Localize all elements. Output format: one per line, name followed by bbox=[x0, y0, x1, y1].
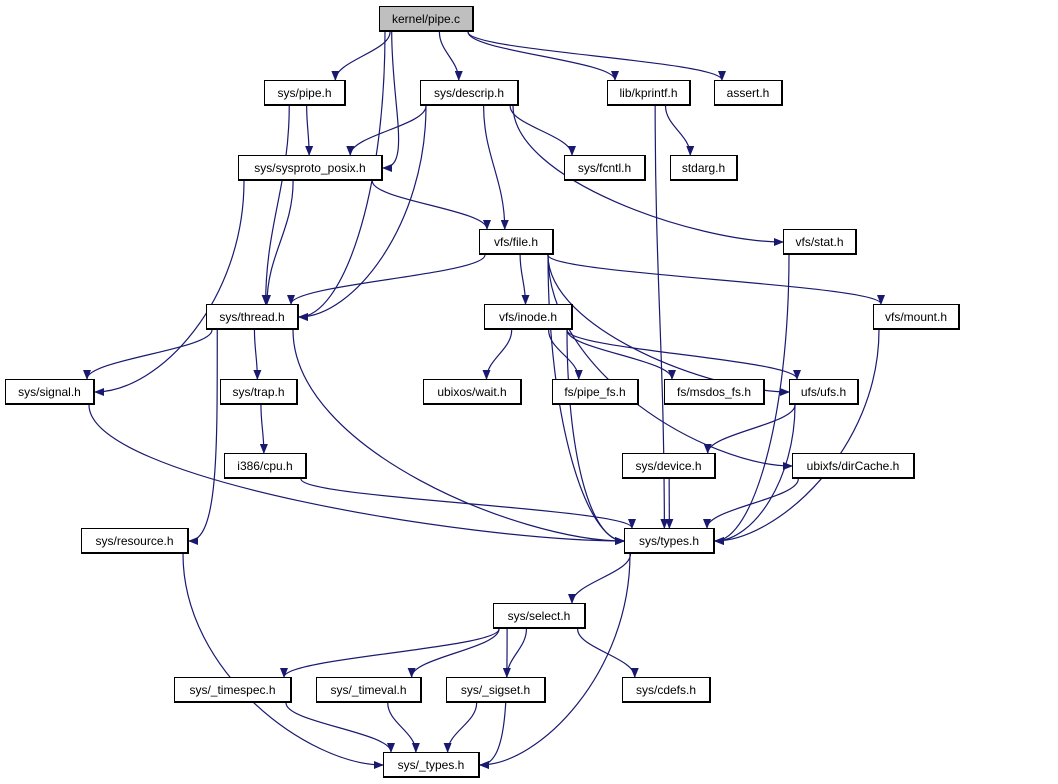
edge-lib-kprintf-h-to-stdarg-h bbox=[664, 105, 695, 156]
edge-kernel-pipe-c-to-sys-sysproto-posix-h bbox=[382, 31, 400, 172]
edge-sys-resource-h-to-sys-types-h bbox=[182, 553, 384, 769]
edge-vfs-mount-h-to-sys-types-h bbox=[714, 329, 880, 545]
node-vfs-inode-h[interactable]: vfs/inode.h bbox=[484, 304, 573, 330]
edge-sys-sysproto-posix-h-to-sys-signal-h bbox=[94, 180, 245, 396]
edge-sys-descrip-h-to-sys-thread-h bbox=[298, 105, 427, 321]
edge-vfs-inode-h-to-fs-pipe-fs-h bbox=[548, 329, 583, 380]
edge-kernel-pipe-c-to-sys-descrip-h bbox=[438, 31, 463, 81]
edge-vfs-file-h-to-vfs-mount-h bbox=[547, 254, 885, 305]
node-sys-pipe-h[interactable]: sys/pipe.h bbox=[264, 80, 346, 106]
edge-ubixfs-dircache-h-to-sys-types-h bbox=[703, 478, 799, 529]
edge-vfs-inode-h-to-sys-types-h bbox=[566, 329, 625, 545]
edge-sys-trap-h-to-i386-cpu-h bbox=[259, 404, 268, 454]
edge-sys-pipe-h-to-sys-thread-h bbox=[261, 105, 290, 305]
node-sys-signal-h[interactable]: sys/signal.h bbox=[5, 379, 95, 405]
edge-ufs-ufs-h-to-sys-types-h bbox=[714, 404, 796, 545]
edge-kernel-pipe-c-to-assert-h bbox=[467, 31, 726, 81]
node-vfs-mount-h[interactable]: vfs/mount.h bbox=[873, 304, 960, 330]
edge-sys-thread-h-to-sys-signal-h bbox=[83, 329, 213, 380]
edge-sys-types-h-to-sys-types-h bbox=[479, 553, 631, 769]
edge-sys-timespec-h-to-sys-types-h bbox=[285, 702, 395, 753]
node-sys-types-h[interactable]: sys/_types.h bbox=[383, 752, 480, 778]
edge-vfs-file-h-to-sys-thread-h bbox=[287, 254, 486, 305]
edge-vfs-inode-h-to-ubixos-wait-h bbox=[482, 329, 513, 380]
edge-i386-cpu-h-to-sys-types-h bbox=[300, 478, 636, 529]
node-sys-sigset-h[interactable]: sys/_sigset.h bbox=[446, 677, 546, 703]
edge-sys-sysproto-posix-h-to-vfs-file-h bbox=[371, 180, 491, 230]
node-kernel-pipe-c: kernel/pipe.c bbox=[379, 6, 474, 32]
edge-sys-select-h-to-sys-types-h bbox=[479, 628, 508, 769]
edge-vfs-inode-h-to-ufs-ufs-h bbox=[566, 329, 801, 380]
edge-ufs-ufs-h-to-sys-device-h bbox=[703, 404, 796, 454]
edge-sys-descrip-h-to-sys-fcntl-h bbox=[509, 105, 576, 156]
edge-sys-thread-h-to-sys-trap-h bbox=[253, 329, 262, 380]
edge-sys-timeval-h-to-sys-types-h bbox=[387, 702, 420, 753]
node-ubixos-wait-h[interactable]: ubixos/wait.h bbox=[423, 379, 522, 405]
node-fs-pipe-fs-h[interactable]: fs/pipe_fs.h bbox=[552, 379, 639, 405]
node-sys-cdefs-h[interactable]: sys/cdefs.h bbox=[622, 677, 711, 703]
node-assert-h[interactable]: assert.h bbox=[714, 80, 783, 106]
node-sys-device-h[interactable]: sys/device.h bbox=[622, 453, 716, 479]
node-vfs-stat-h[interactable]: vfs/stat.h bbox=[783, 229, 857, 255]
node-ufs-ufs-h[interactable]: ufs/ufs.h bbox=[789, 379, 859, 405]
edge-sys-thread-h-to-sys-types-h bbox=[292, 329, 625, 545]
edge-sys-signal-h-to-sys-types-h bbox=[88, 404, 625, 545]
node-ubixfs-dircache-h[interactable]: ubixfs/dirCache.h bbox=[792, 453, 915, 479]
edge-kernel-pipe-c-to-sys-pipe-h bbox=[331, 31, 391, 81]
node-sys-trap-h[interactable]: sys/trap.h bbox=[220, 379, 298, 405]
node-fs-msdos-fs-h[interactable]: fs/msdos_fs.h bbox=[664, 379, 765, 405]
node-sys-descrip-h[interactable]: sys/descrip.h bbox=[420, 80, 519, 106]
edge-sys-select-h-to-sys-cdefs-h bbox=[577, 628, 639, 678]
edge-sys-select-h-to-sys-timespec-h bbox=[280, 628, 500, 678]
node-vfs-file-h[interactable]: vfs/file.h bbox=[479, 229, 554, 255]
edge-sys-pipe-h-to-sys-sysproto-posix-h bbox=[305, 105, 314, 156]
edge-sys-select-h-to-sys-sigset-h bbox=[502, 628, 528, 678]
edge-sys-descrip-h-to-vfs-stat-h bbox=[512, 105, 784, 246]
node-sys-timeval-h[interactable]: sys/_timeval.h bbox=[316, 677, 422, 703]
edge-vfs-file-h-to-vfs-inode-h bbox=[519, 254, 530, 305]
node-sys-resource-h[interactable]: sys/resource.h bbox=[81, 528, 189, 554]
edge-sys-descrip-h-to-vfs-file-h bbox=[483, 105, 509, 230]
edge-sys-sigset-h-to-sys-types-h bbox=[443, 702, 478, 753]
node-sys-timespec-h[interactable]: sys/_timespec.h bbox=[174, 677, 292, 703]
node-lib-kprintf-h[interactable]: lib/kprintf.h bbox=[607, 80, 691, 106]
node-sys-sysproto-posix-h[interactable]: sys/sysproto_posix.h bbox=[238, 155, 383, 181]
node-stdarg-h[interactable]: stdarg.h bbox=[670, 155, 738, 181]
node-sys-select-h[interactable]: sys/select.h bbox=[493, 603, 586, 629]
edge-sys-descrip-h-to-sys-sysproto-posix-h bbox=[346, 105, 427, 156]
edge-sys-types-h-to-sys-select-h bbox=[568, 553, 632, 604]
edge-sys-sysproto-posix-h-to-sys-thread-h bbox=[263, 180, 294, 305]
node-sys-types-h[interactable]: sys/types.h bbox=[624, 528, 715, 554]
edge-sys-select-h-to-sys-timeval-h bbox=[407, 628, 500, 678]
edge-vfs-file-h-to-ubixfs-dircache-h bbox=[547, 254, 793, 470]
edge-vfs-stat-h-to-sys-types-h bbox=[714, 254, 790, 545]
node-sys-thread-h[interactable]: sys/thread.h bbox=[206, 304, 299, 330]
edge-kernel-pipe-c-to-lib-kprintf-h bbox=[467, 31, 619, 81]
node-sys-fcntl-h[interactable]: sys/fcntl.h bbox=[564, 155, 646, 181]
edge-sys-thread-h-to-sys-resource-h bbox=[188, 329, 218, 545]
node-i386-cpu-h[interactable]: i386/cpu.h bbox=[224, 453, 307, 479]
edge-kernel-pipe-c-to-sys-thread-h bbox=[298, 31, 386, 321]
edge-vfs-inode-h-to-fs-msdos-fs-h bbox=[566, 329, 676, 380]
